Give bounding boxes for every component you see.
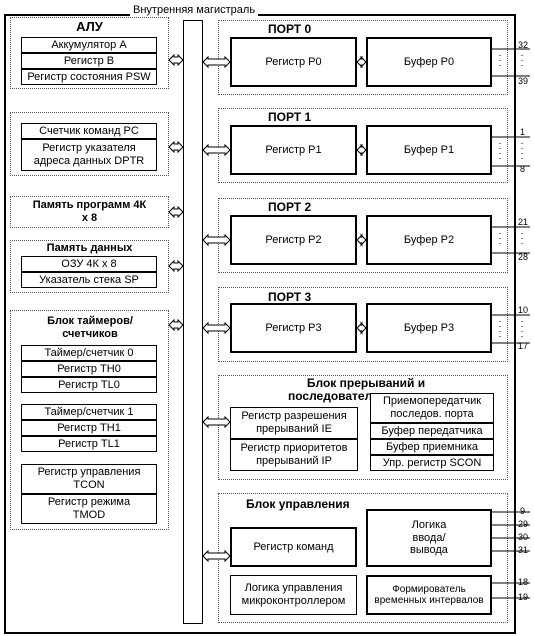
pin-label: 9 (520, 506, 526, 516)
pin-label: 19 (518, 592, 529, 602)
stack-pointer: Указатель стека SP (21, 272, 157, 288)
port1-title: ПОРТ 1 (268, 110, 312, 124)
pin-label: 29 (518, 519, 529, 529)
control-title: Блок управления (246, 497, 350, 511)
diagram-title: Внутренняя магистраль (130, 4, 259, 16)
bus-arrow (202, 55, 231, 69)
alu-title: АЛУ (76, 18, 103, 34)
data-memory-title: Память данных (46, 242, 133, 255)
timing-generator: Формирователь временных интервалов (366, 575, 492, 615)
bus-arrow (168, 53, 184, 67)
pin-label: 31 (518, 545, 529, 555)
bus-arrow (168, 140, 184, 154)
io-logic: Логика ввода/ вывода (366, 509, 492, 567)
bus-arrow (202, 233, 231, 247)
port3-title: ПОРТ 3 (268, 290, 312, 304)
pin-label: 8 (520, 164, 526, 174)
bus-arrow (168, 259, 184, 273)
register-buffer-arrow (356, 233, 367, 247)
port0-buffer: Буфер P0 (366, 37, 492, 87)
pin-label: 32 (518, 40, 529, 50)
instruction-register: Регистр команд (230, 527, 357, 567)
tmod-register: Регистр режима TMOD (21, 494, 157, 524)
mcu-control-logic: Логика управления микроконтроллером (230, 575, 357, 615)
pin-label: 21 (518, 217, 529, 227)
port3-register: Регистр P3 (230, 303, 357, 353)
port1-block (218, 108, 508, 183)
port1-buffer: Буфер P1 (366, 125, 492, 175)
pc-dptr-block (10, 112, 169, 176)
psw-register: Регистр состояния PSW (21, 69, 157, 85)
bus-arrow (202, 321, 231, 335)
scon-register: Упр. регистр SCON (370, 455, 494, 471)
pin-label: 28 (518, 252, 529, 262)
bus-arrow (202, 549, 231, 563)
receive-buffer: Буфер приемника (370, 439, 494, 455)
port1-register: Регистр P1 (230, 125, 357, 175)
th1-register: Регистр TH1 (21, 420, 157, 436)
tl0-register: Регистр TL0 (21, 377, 157, 393)
pin-label: 18 (518, 577, 529, 587)
port2-block (218, 198, 508, 273)
ip-register: Регистр приоритетов прерываний IP (230, 439, 358, 471)
timer1-label: Таймер/счетчик 1 (21, 404, 157, 420)
pin-label: 1 (520, 127, 526, 137)
port2-title: ПОРТ 2 (268, 200, 312, 214)
port0-block (218, 20, 508, 95)
port0-title: ПОРТ 0 (268, 22, 312, 36)
th0-register: Регистр TH0 (21, 361, 157, 377)
b-register: Регистр В (21, 53, 157, 69)
timers-block (10, 310, 169, 530)
alu-block (10, 17, 169, 89)
register-buffer-arrow (356, 321, 367, 335)
pin-label: 30 (518, 532, 529, 542)
program-counter: Счетчик команд PC (21, 123, 157, 139)
bus-arrow (168, 205, 184, 219)
register-buffer-arrow (356, 143, 367, 157)
register-buffer-arrow (356, 55, 367, 69)
dptr-register: Регистр указателя адреса данных DPTR (21, 139, 157, 171)
chip-outline (4, 14, 516, 634)
ram: ОЗУ 4К х 8 (21, 256, 157, 272)
internal-bus (183, 20, 203, 624)
port0-register: Регистр P0 (230, 37, 357, 87)
timers-title: Блок таймеров/счетчиков (47, 315, 133, 340)
pin-label: 10 (518, 305, 529, 315)
transmit-buffer: Буфер передатчика (370, 423, 494, 439)
accumulator-register: Аккумулятор А (21, 37, 157, 53)
interrupt-serial-block (218, 375, 508, 480)
data-memory-block (10, 240, 169, 293)
serial-transceiver: Приемопередатчик последов. порта (370, 393, 494, 423)
tl1-register: Регистр TL1 (21, 436, 157, 452)
port2-buffer: Буфер P2 (366, 215, 492, 265)
bus-arrow (202, 143, 231, 157)
port2-register: Регистр P2 (230, 215, 357, 265)
port3-buffer: Буфер P3 (366, 303, 492, 353)
bus-arrow (202, 415, 231, 429)
bus-arrow (168, 318, 184, 332)
timer0-label: Таймер/счетчик 0 (21, 345, 157, 361)
ie-register: Регистр разрешения прерываний IE (230, 407, 358, 439)
pin-label: 17 (518, 341, 529, 351)
tcon-register: Регистр управления TCON (21, 464, 157, 494)
pin-label: 39 (518, 76, 529, 86)
